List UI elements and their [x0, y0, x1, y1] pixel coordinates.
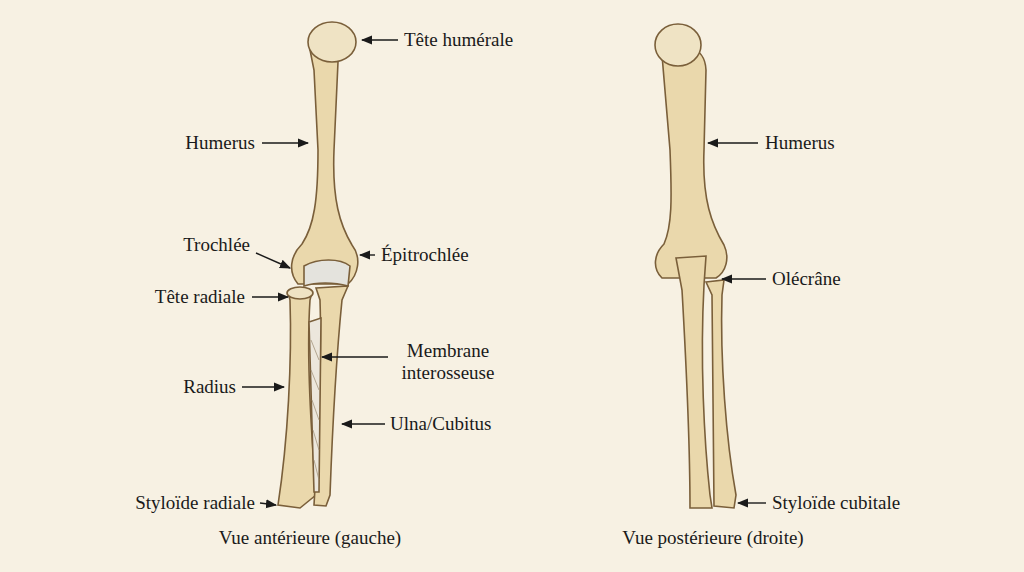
part-label: Styloïde radiale [135, 492, 255, 514]
humeral-head [308, 22, 356, 62]
trochlea [304, 260, 350, 286]
radial-head [287, 287, 313, 299]
humeral-head [655, 24, 701, 66]
part-label: Tête humérale [404, 29, 513, 51]
part-label: Humerus [765, 132, 835, 154]
humerus-shaft [655, 47, 726, 278]
part-label: Humerus [185, 132, 255, 154]
view-caption: Vue antérieure (gauche) [219, 527, 401, 549]
view-caption: Vue postérieure (droite) [622, 527, 803, 549]
part-label: Olécrâne [772, 268, 841, 290]
part-label: Trochlée [183, 234, 250, 256]
part-label: Épitrochlée [381, 244, 469, 266]
membrane-hatch [311, 340, 319, 480]
ulna-bone [676, 256, 712, 508]
part-label: Ulna/Cubitus [390, 413, 491, 435]
radius-bone [706, 280, 736, 508]
part-label: Membrane interosseuse [383, 340, 513, 384]
leader-lines [242, 40, 766, 505]
part-label: Styloïde cubitale [772, 492, 900, 514]
humerus-shaft [292, 49, 358, 284]
part-label: Radius [183, 376, 236, 398]
interosseous-membrane [309, 318, 321, 492]
part-label: Tête radiale [155, 286, 245, 308]
